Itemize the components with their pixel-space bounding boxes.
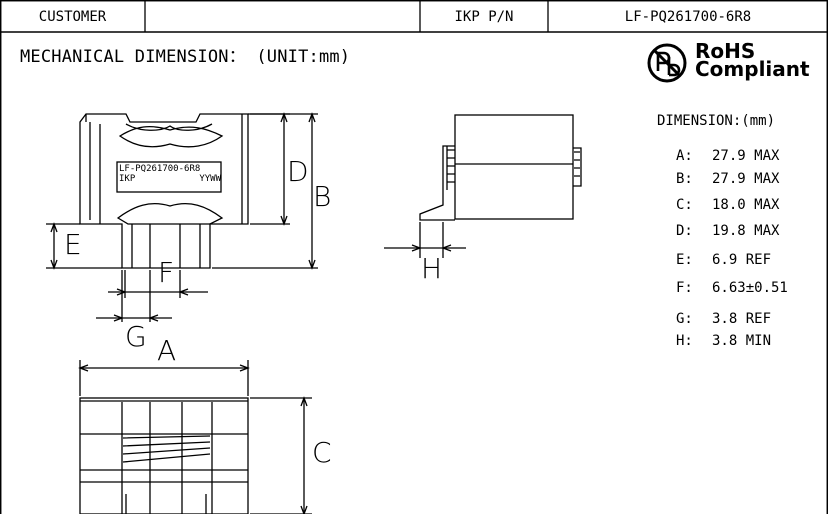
dimension-key: E: — [676, 252, 693, 268]
marking-part-number: LF-PQ261700-6R8 — [119, 164, 201, 174]
label-h: H — [421, 252, 443, 285]
part-number-label: IKP P/N — [454, 9, 514, 25]
page-title: MECHANICAL DIMENSION： (UNIT:mm) — [20, 47, 351, 67]
part-marking-label: LF-PQ261700-6R8 IKP YYWW — [119, 164, 221, 190]
pb-free-icon — [647, 43, 687, 83]
dimension-value: 27.9 MAX — [712, 171, 780, 187]
dimension-row-h: H: 3.8 MIN — [676, 333, 771, 349]
label-g: G — [125, 320, 147, 353]
label-b: B — [313, 180, 332, 213]
part-number-value: LF-PQ261700-6R8 — [624, 9, 752, 25]
label-a: A — [157, 334, 177, 367]
customer-label: CUSTOMER — [38, 9, 107, 25]
marking-line-2: IKP YYWW — [119, 174, 221, 184]
rohs-logo: RoHS Compliant — [645, 39, 825, 87]
compliant-text: Compliant — [695, 57, 810, 81]
marking-date-code: YYWW — [199, 174, 221, 184]
dimension-key: G: — [676, 311, 693, 327]
dimension-row-e: E: 6.9 REF — [676, 252, 771, 268]
dimension-row-c: C: 18.0 MAX — [676, 197, 779, 213]
dimension-value: 19.8 MAX — [712, 223, 780, 239]
label-d: D — [287, 155, 309, 188]
dimension-value: 3.8 MIN — [712, 333, 772, 349]
rohs-text: RoHS — [695, 39, 756, 63]
dimension-key: C: — [676, 197, 693, 213]
dimension-row-d: D: 19.8 MAX — [676, 223, 779, 239]
label-c: C — [312, 436, 332, 469]
dimension-key: B: — [676, 171, 693, 187]
dimension-key: D: — [676, 223, 693, 239]
label-f: F — [158, 256, 175, 289]
dimension-value: 3.8 REF — [712, 311, 772, 327]
dimension-value: 6.9 REF — [712, 252, 772, 268]
dimension-row-a: A: 27.9 MAX — [676, 148, 779, 164]
marking-brand: IKP — [119, 174, 136, 184]
dimension-value: 27.9 MAX — [712, 148, 780, 164]
dimension-key: F: — [676, 280, 693, 296]
dimension-value: 6.63±0.51 — [712, 280, 788, 296]
label-e: E — [64, 228, 82, 261]
dimension-key: H: — [676, 333, 693, 349]
dimension-table-title: DIMENSION:(mm) — [657, 113, 776, 129]
title-block: CUSTOMER IKP P/N LF-PQ261700-6R8 — [0, 0, 828, 32]
dimension-row-f: F: 6.63±0.51 — [676, 280, 788, 296]
dimension-value: 18.0 MAX — [712, 197, 780, 213]
dimension-row-g: G: 3.8 REF — [676, 311, 771, 327]
dimension-row-b: B: 27.9 MAX — [676, 171, 779, 187]
dimension-key: A: — [676, 148, 693, 164]
